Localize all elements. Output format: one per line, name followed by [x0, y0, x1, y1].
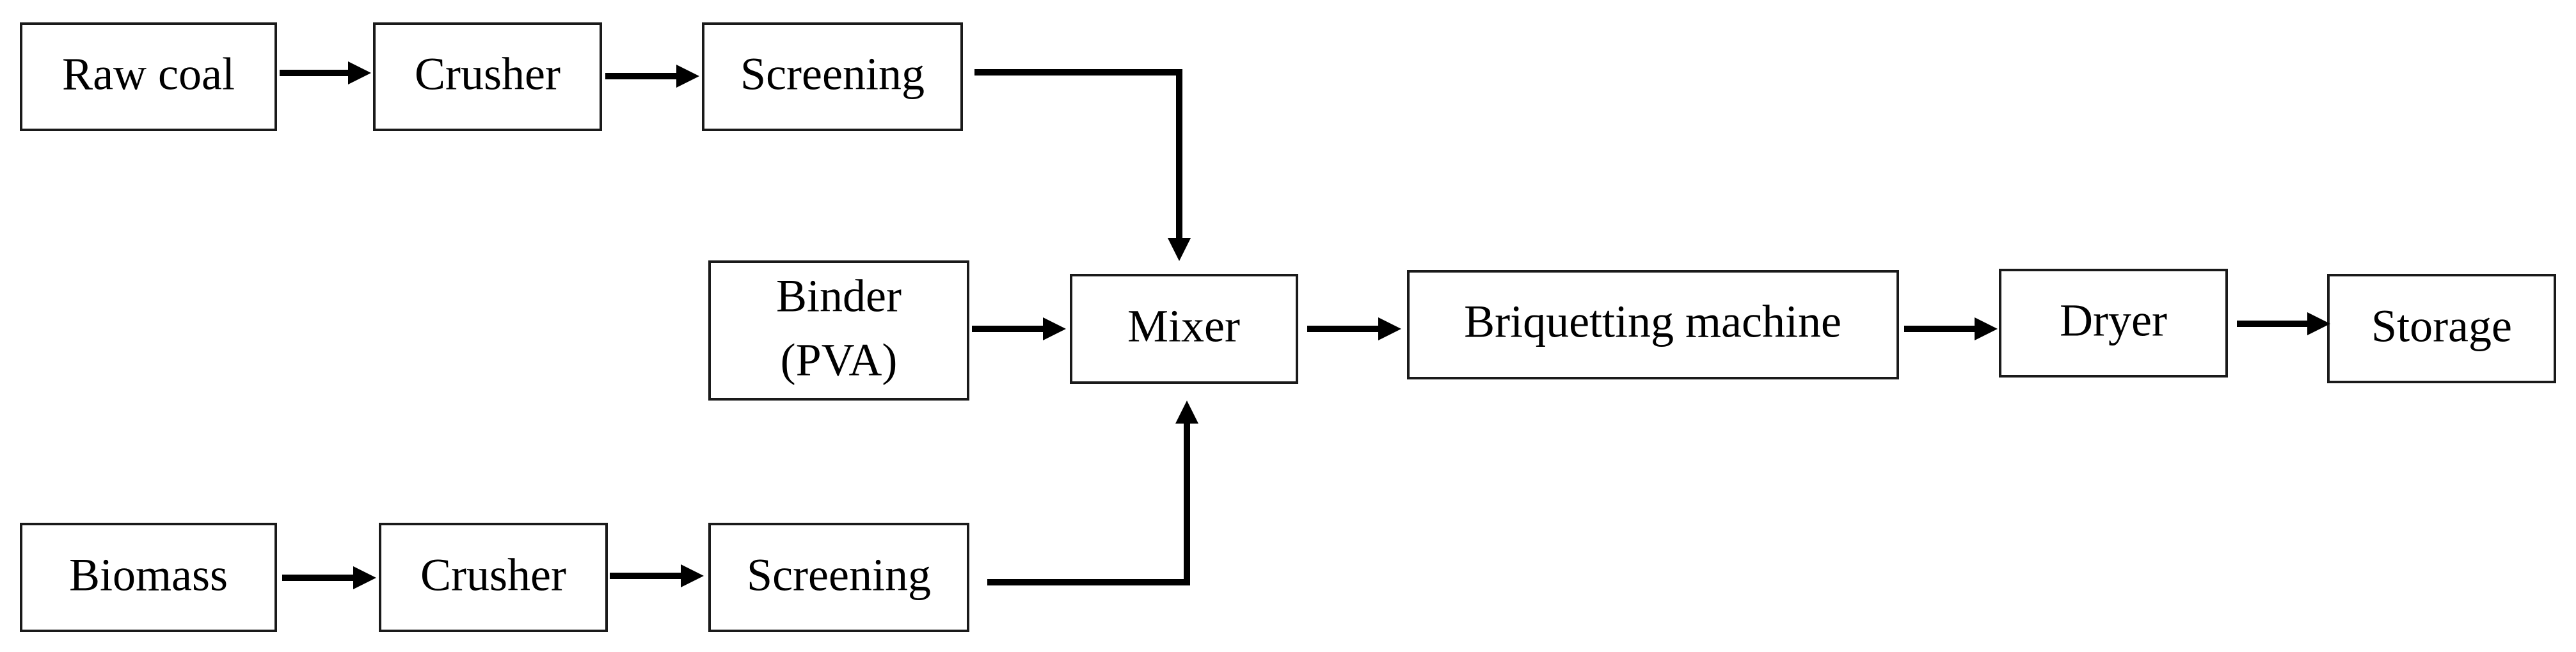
- arrow-biomass-to-crusher: [282, 566, 376, 589]
- node-briquetting-machine-label: Briquetting machine: [1464, 296, 1841, 347]
- node-binder-label-line2: (PVA): [781, 335, 898, 386]
- node-binder: Binder (PVA): [708, 260, 969, 401]
- node-screening-biomass-label: Screening: [747, 550, 931, 601]
- node-briquetting-machine: Briquetting machine: [1407, 270, 1899, 379]
- node-crusher-biomass-label: Crusher: [420, 550, 566, 601]
- node-crusher-biomass: Crusher: [379, 523, 608, 632]
- node-storage-label: Storage: [2371, 301, 2512, 352]
- node-biomass: Biomass: [20, 523, 277, 632]
- arrow-screening-biomass-to-mixer: [987, 401, 1198, 585]
- node-raw-coal-label: Raw coal: [62, 49, 235, 100]
- arrow-mixer-to-briquetting-machine: [1307, 317, 1401, 340]
- node-screening-coal-label: Screening: [740, 49, 925, 100]
- node-raw-coal: Raw coal: [20, 22, 277, 131]
- node-crusher-coal: Crusher: [373, 22, 602, 131]
- node-mixer: Mixer: [1070, 274, 1298, 384]
- arrow-raw-coal-to-crusher: [280, 61, 371, 84]
- arrow-crusher-to-screening-biomass: [610, 564, 704, 587]
- node-screening-biomass: Screening: [708, 523, 969, 632]
- node-screening-coal: Screening: [702, 22, 963, 131]
- node-binder-label-line1: Binder: [776, 271, 902, 322]
- node-storage: Storage: [2327, 274, 2556, 383]
- arrow-dryer-to-storage: [2237, 312, 2330, 335]
- node-dryer-label: Dryer: [2060, 295, 2167, 346]
- node-biomass-label: Biomass: [69, 550, 228, 601]
- arrow-binder-to-mixer: [972, 317, 1066, 340]
- node-crusher-coal-label: Crusher: [415, 49, 561, 100]
- node-dryer: Dryer: [1999, 269, 2228, 378]
- arrow-screening-coal-to-mixer: [974, 69, 1191, 261]
- arrow-briquetting-machine-to-dryer: [1904, 317, 1998, 340]
- node-mixer-label: Mixer: [1127, 301, 1240, 352]
- arrow-crusher-to-screening-coal: [605, 65, 699, 88]
